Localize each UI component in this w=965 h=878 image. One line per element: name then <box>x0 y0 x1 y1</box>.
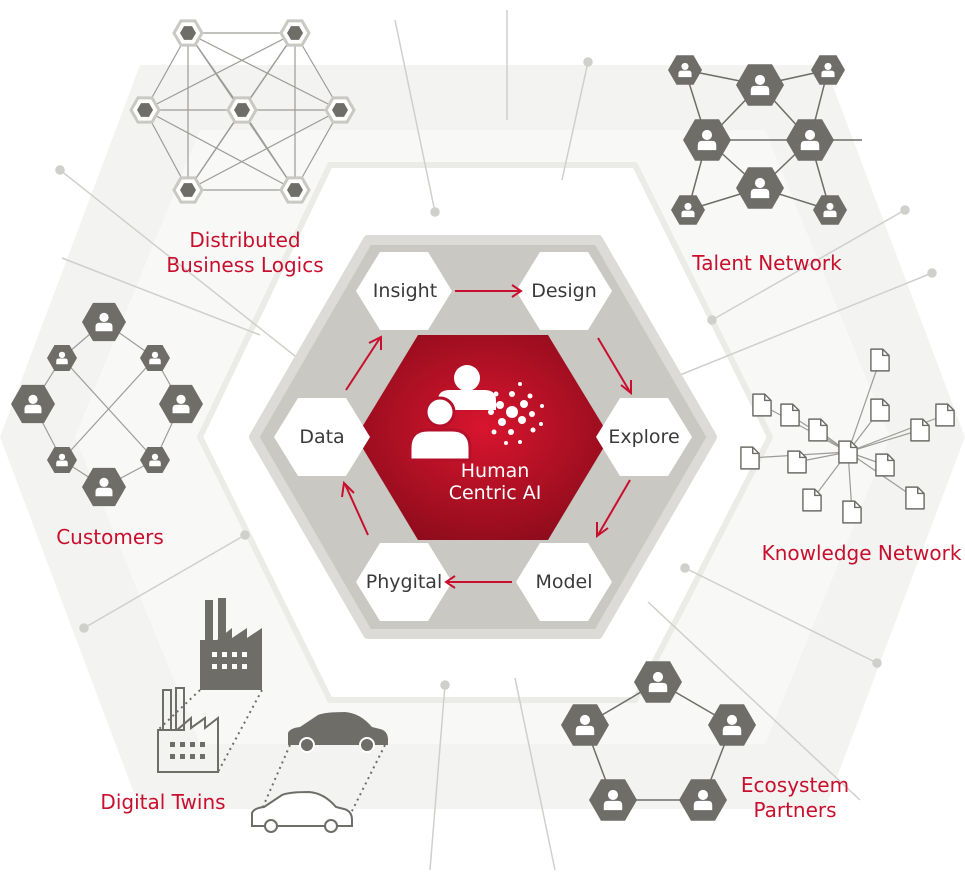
customer-person-node <box>159 384 203 424</box>
talent-person-node <box>671 195 705 225</box>
partner-person-node <box>561 704 609 746</box>
factory-outline-icon <box>157 687 219 773</box>
talent-person-node <box>813 195 847 225</box>
logic-node <box>226 96 258 124</box>
digital-twins-label: Digital Twins <box>100 790 226 814</box>
digital-twins-illustration <box>157 598 388 833</box>
car-solid-icon <box>288 712 388 753</box>
ecosystem-label-line1: Ecosystem <box>740 773 850 797</box>
logic-node <box>129 96 161 124</box>
document-icon <box>780 403 800 427</box>
document-icon <box>802 488 822 512</box>
phygital-node <box>356 543 452 621</box>
radial-lines <box>55 10 937 871</box>
partner-person-node <box>589 779 637 821</box>
model-label: Model <box>535 571 593 593</box>
partner-person-node <box>679 779 727 821</box>
talent-person-node <box>811 55 845 85</box>
insight-label: Insight <box>372 280 438 302</box>
customer-person-node <box>140 345 170 371</box>
document-icon <box>905 486 925 510</box>
logic-node <box>172 176 204 204</box>
data-label: Data <box>299 426 345 448</box>
document-icon <box>752 393 772 417</box>
data-node <box>274 398 370 476</box>
talent-network-graph <box>668 55 862 225</box>
explore-node <box>596 398 692 476</box>
distributed-label-line2: Business Logics <box>166 253 324 277</box>
design-node <box>516 252 612 330</box>
customer-person-node <box>140 447 170 473</box>
document-icon <box>870 348 890 372</box>
distributed-logic-graph <box>129 19 356 204</box>
knowledge-network-label: Knowledge Network <box>761 541 962 565</box>
explore-label: Explore <box>608 426 680 448</box>
customer-person-node <box>82 467 126 507</box>
partner-person-node <box>708 704 756 746</box>
factory-solid-icon <box>200 598 262 690</box>
ecosystem-partners-graph <box>561 661 756 821</box>
cycle-nodes <box>274 252 692 621</box>
customers-graph <box>11 302 203 507</box>
cycle-arrows <box>341 284 632 589</box>
distributed-label-line1: Distributed <box>189 228 301 252</box>
logic-node <box>324 96 356 124</box>
customer-person-node <box>11 384 55 424</box>
document-icon <box>935 403 955 427</box>
talent-network-label: Talent Network <box>692 251 842 275</box>
design-label: Design <box>531 280 597 302</box>
customer-person-node <box>47 447 77 473</box>
document-icon <box>875 453 895 477</box>
document-icon <box>740 446 760 470</box>
model-node <box>516 543 612 621</box>
insight-node <box>356 252 452 330</box>
talent-person-node <box>736 64 784 106</box>
logic-node <box>279 176 311 204</box>
car-outline-icon <box>251 790 353 833</box>
partner-person-node <box>634 661 682 703</box>
center-title-line2: Centric AI <box>448 482 542 504</box>
knowledge-network-graph <box>740 348 955 524</box>
customer-person-node <box>82 302 126 342</box>
center-title-line1: Human <box>460 460 530 482</box>
human-centric-ai-icon <box>408 365 544 462</box>
talent-person-node <box>683 119 731 161</box>
ecosystem-label-line2: Partners <box>753 798 837 822</box>
center-hexagon <box>356 335 610 540</box>
logic-node <box>279 19 311 47</box>
logic-node <box>172 19 204 47</box>
document-icon <box>808 418 828 442</box>
document-icon <box>842 500 862 524</box>
phygital-label: Phygital <box>365 571 443 593</box>
document-icon <box>787 450 807 474</box>
talent-person-node <box>786 119 834 161</box>
customers-label: Customers <box>56 525 164 549</box>
document-icon <box>870 398 890 422</box>
talent-person-node <box>736 167 784 209</box>
document-icon <box>910 418 930 442</box>
document-icon <box>838 440 858 464</box>
customer-person-node <box>47 345 77 371</box>
talent-person-node <box>668 55 702 85</box>
